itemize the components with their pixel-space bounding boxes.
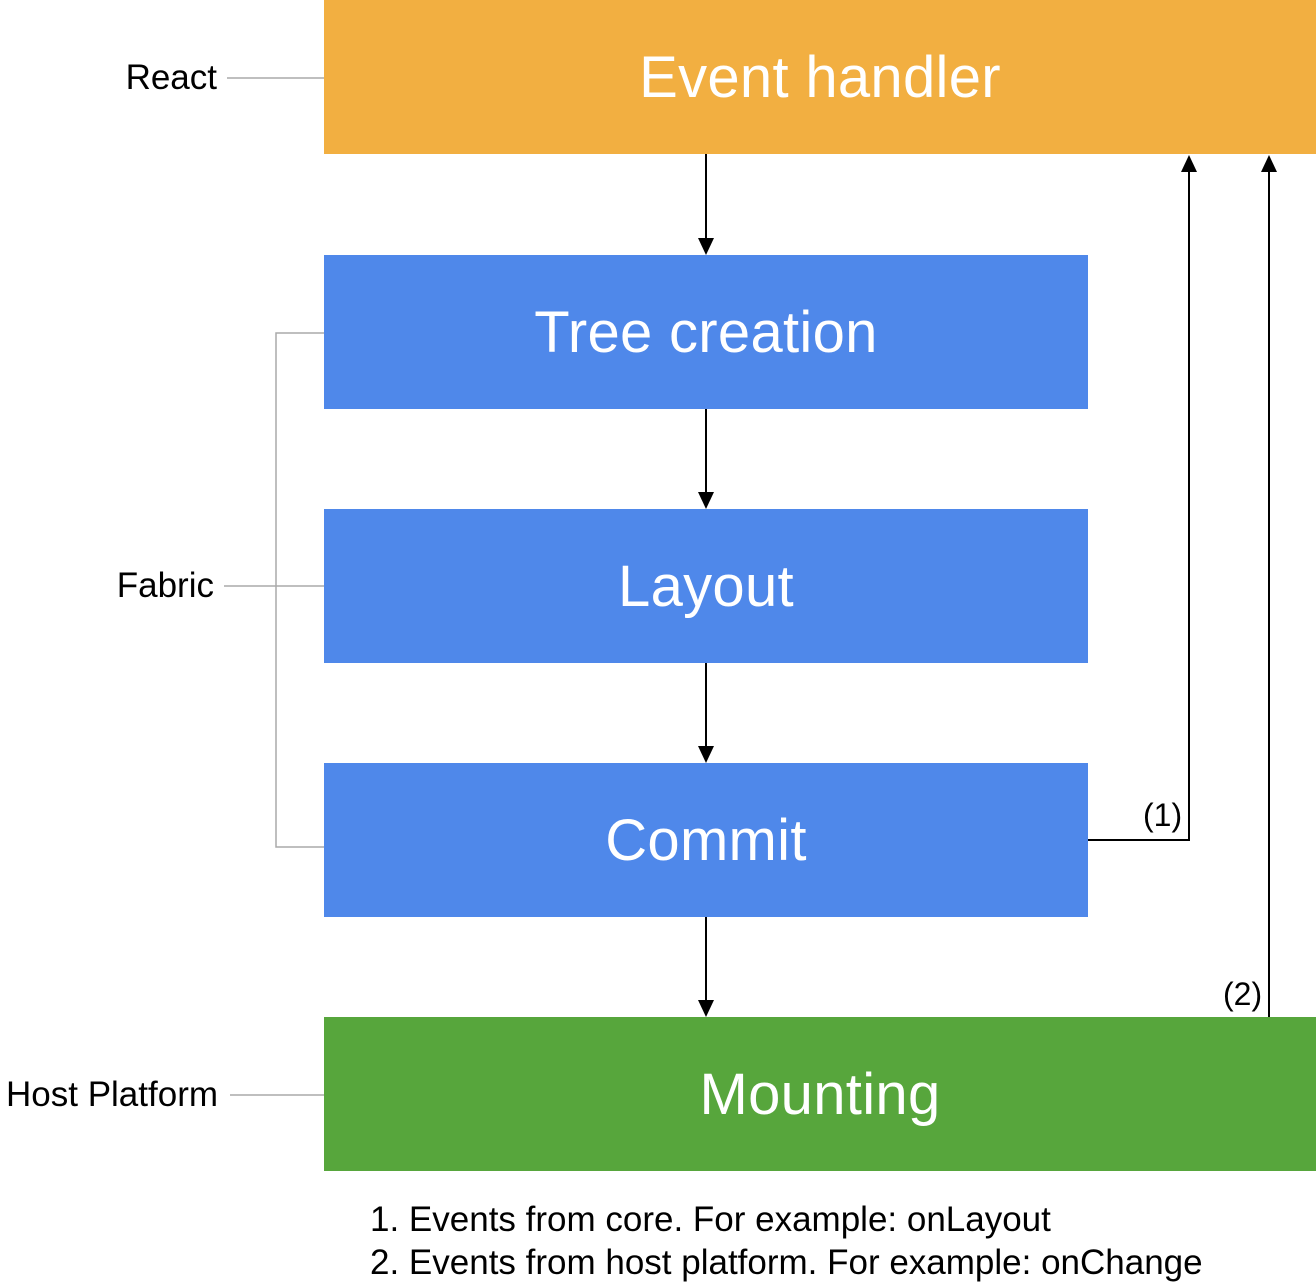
footnote-1: 1. Events from core. For example: onLayo…	[370, 1200, 1051, 1239]
layout-label: Layout	[618, 553, 794, 619]
edge-label-2: (2)	[1223, 976, 1263, 1012]
react-layer-label: React	[125, 58, 217, 97]
arrow-tree-to-layout	[698, 409, 714, 509]
arrow-event-to-tree	[698, 154, 714, 255]
host-platform-layer-label: Host Platform	[6, 1075, 218, 1114]
mounting-label: Mounting	[699, 1061, 941, 1127]
tree-creation-label: Tree creation	[534, 299, 878, 365]
commit-box: Commit	[324, 763, 1088, 917]
mounting-box: Mounting	[324, 1017, 1316, 1171]
fabric-bracket	[275, 332, 324, 848]
commit-label: Commit	[605, 807, 807, 873]
footnote-2: 2. Events from host platform. For exampl…	[370, 1243, 1203, 1282]
event-handler-box: Event handler	[324, 0, 1316, 154]
event-handler-label: Event handler	[639, 44, 1001, 110]
footnotes: 1. Events from core. For example: onLayo…	[370, 1198, 1203, 1284]
arrow-layout-to-commit	[698, 663, 714, 763]
arrow-commit-to-mounting	[698, 917, 714, 1017]
tree-creation-box: Tree creation	[324, 255, 1088, 409]
layout-box: Layout	[324, 509, 1088, 663]
edge-label-1: (1)	[1143, 797, 1183, 833]
arrow-mounting-to-event-handler	[1261, 155, 1277, 1017]
fabric-layer-label: Fabric	[116, 566, 214, 605]
arrow-commit-to-event-handler	[1088, 155, 1197, 841]
